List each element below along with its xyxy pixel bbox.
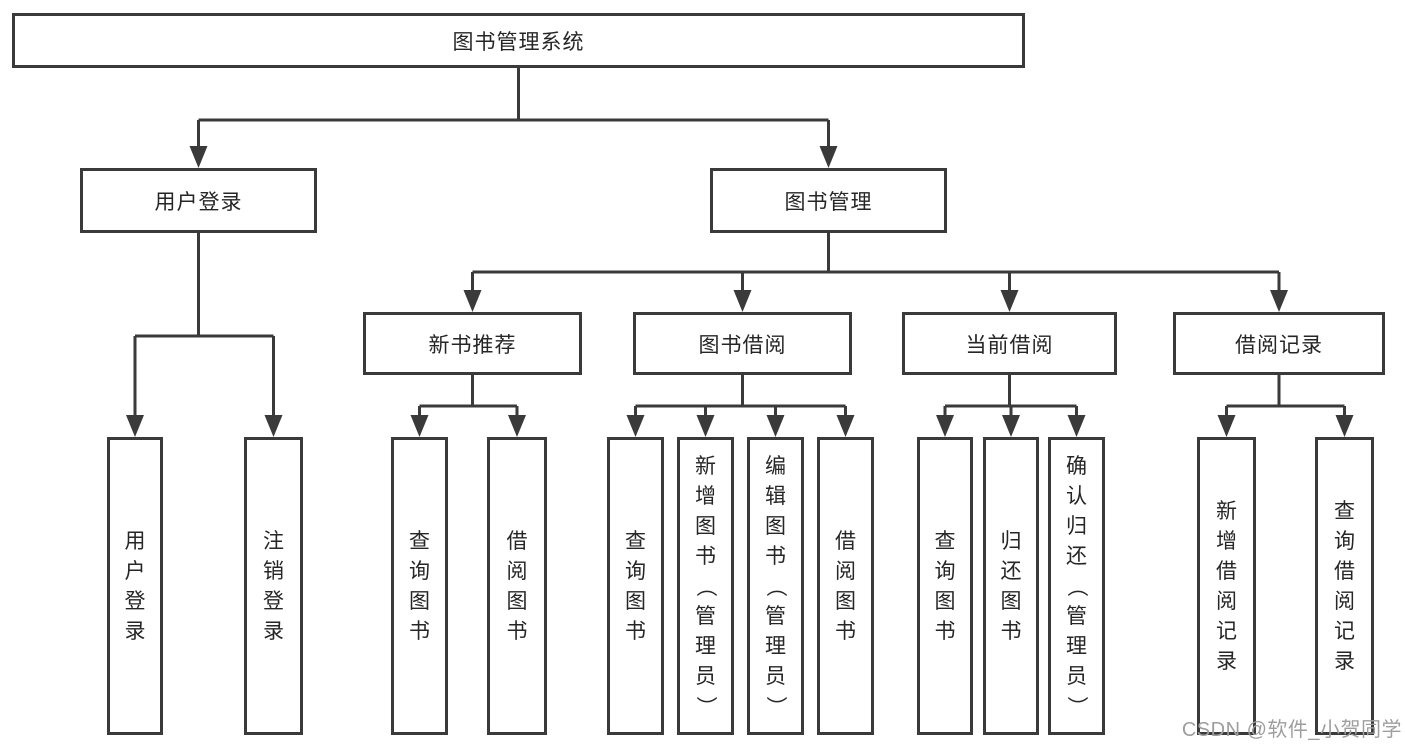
node-root: 图书管理系统 <box>12 13 1025 68</box>
leaf-bb-add-books-admin: 新增图书（管理员） <box>677 437 734 735</box>
leaf-br-add-record: 新增借阅记录 <box>1197 437 1256 735</box>
arrowheads <box>126 146 1354 437</box>
node-book-borrow: 图书借阅 <box>633 312 852 375</box>
leaf-bb-edit-books-admin: 编辑图书（管理员） <box>747 437 804 735</box>
leaf-bb-query-books: 查询图书 <box>607 437 664 735</box>
node-book-management: 图书管理 <box>710 168 947 233</box>
node-new-book-recommend: 新书推荐 <box>363 312 582 375</box>
leaf-cb-query-books: 查询图书 <box>917 437 973 735</box>
leaf-nb-borrow-books: 借阅图书 <box>487 437 547 735</box>
leaf-cb-return-books: 归还图书 <box>983 437 1039 735</box>
node-current-borrow: 当前借阅 <box>902 312 1117 375</box>
node-borrow-records: 借阅记录 <box>1173 312 1385 375</box>
watermark: CSDN @软件_小贺同学 <box>1181 719 1402 741</box>
leaf-cb-confirm-return-admin: 确认归还（管理员） <box>1048 437 1105 735</box>
leaf-logout: 注销登录 <box>244 437 303 735</box>
leaf-br-query-record: 查询借阅记录 <box>1315 437 1374 735</box>
leaf-bb-borrow-books: 借阅图书 <box>817 437 874 735</box>
node-user-login: 用户登录 <box>80 168 317 233</box>
leaf-user-login: 用户登录 <box>107 437 163 735</box>
leaf-nb-query-books: 查询图书 <box>391 437 448 735</box>
